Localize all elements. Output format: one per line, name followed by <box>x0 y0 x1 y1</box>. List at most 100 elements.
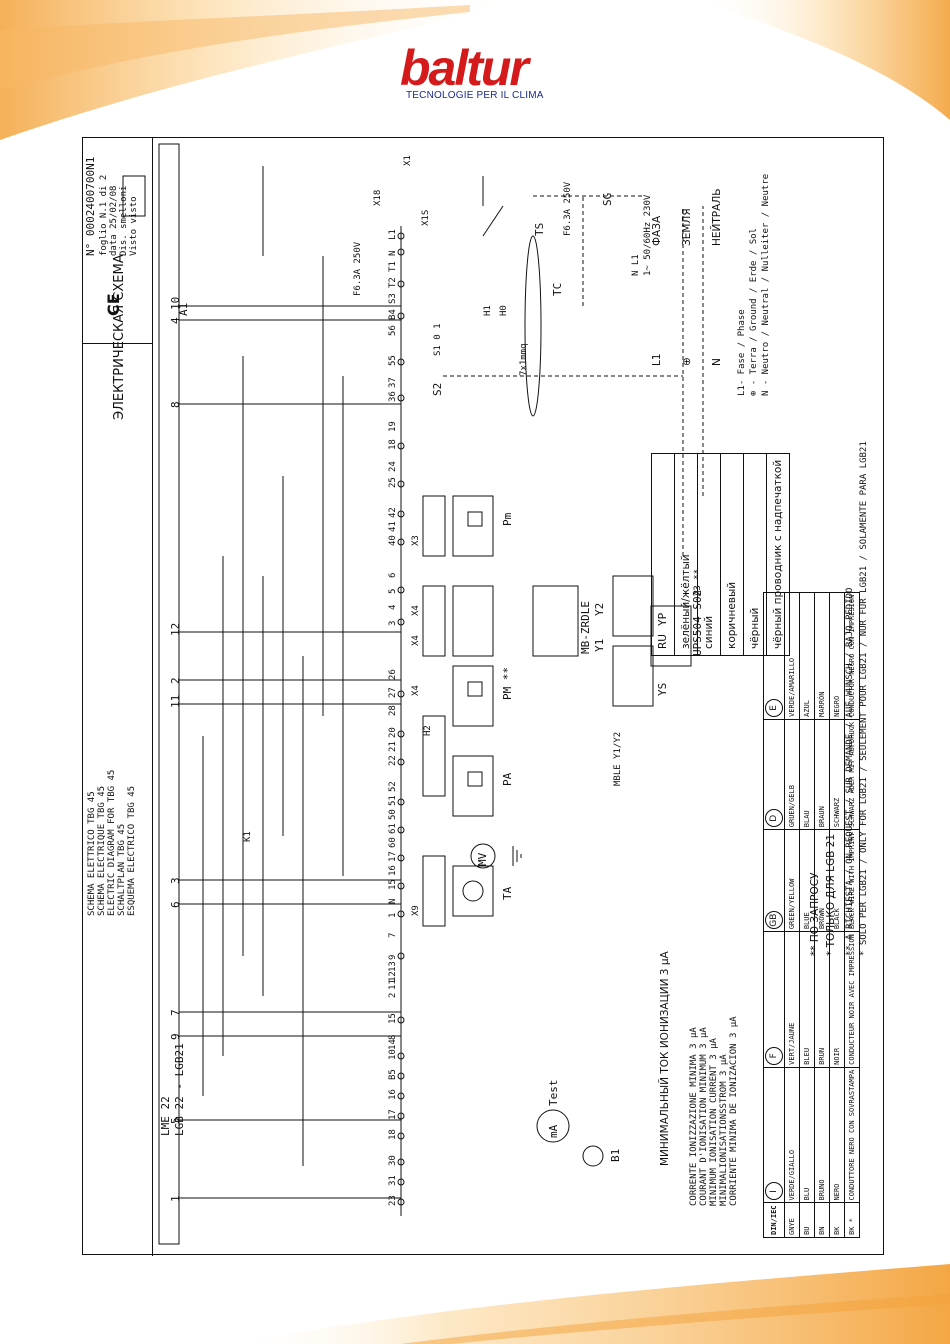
label-h0: H0 <box>499 305 509 316</box>
table-cell: VERDE/AMARILLO <box>784 592 800 720</box>
earth-code: ⊕ <box>681 357 693 366</box>
table-cell: CONDUTTORE NERO CON SOVRASTAMPA <box>844 1067 860 1203</box>
pressure-switch-pm2 <box>452 665 494 727</box>
label-s1: S1 0 1 <box>433 323 443 356</box>
table-cell: CONDUCTEUR NOIR AVEC IMPRESSION <box>844 931 860 1068</box>
transformer-ta <box>452 865 494 917</box>
ionization-title: МИНИМАЛЬНЫЙ ТОК ИОНИЗАЦИИ 3 μA <box>659 951 671 1166</box>
footnote: * SOLO PER LGB21 / ONLY FOR LGB21 / SEUL… <box>859 441 869 956</box>
table-cell: BK * <box>844 1202 860 1238</box>
table-cell: NOIR <box>829 931 845 1068</box>
legend-note: L1- Fase / Phase <box>737 309 747 396</box>
label-ta: TA <box>501 886 514 900</box>
table-row: BK NERO NOIR BLACK SCHWARZ NEGRO <box>829 592 845 1238</box>
motor-mv <box>470 843 496 869</box>
leak-tester-ups <box>650 605 692 667</box>
table-cell: BRAUN <box>814 719 830 830</box>
table-row: BU BLU BLEU BLUE BLAU AZUL <box>799 592 815 1238</box>
table-cell: MARRÓN <box>814 592 830 720</box>
label-h2: H2 <box>423 725 433 736</box>
table-cell: CONDUCTOR NEGRO CON IMPRESIÓN <box>844 592 860 720</box>
label-pm2: PM ** <box>501 666 514 700</box>
table-cell: BROWN <box>814 829 830 932</box>
table-cell: BLACK <box>829 829 845 932</box>
table-cell: GNYE <box>784 1202 800 1238</box>
connector-x4 <box>422 585 446 657</box>
valve-yp <box>612 575 654 637</box>
earth-label: ЗЕМЛЯ <box>681 208 693 246</box>
label-cable: 7x1mmq <box>519 343 529 376</box>
table-cell: GRUEN/GELB <box>784 719 800 830</box>
table-cell: BLU <box>799 1067 815 1203</box>
label-ma: mA <box>547 1124 560 1138</box>
table-cell: GREEN/YELLOW <box>784 829 800 932</box>
label-fuse-2: F6.3A 250V <box>563 181 573 236</box>
table-cell: VERDE/GIALLO <box>784 1067 800 1203</box>
brand-logo: baltur TECNOLOGIE PER IL CLIMA <box>400 42 546 101</box>
connector-x9 <box>422 855 446 927</box>
wiring-diagram <box>122 143 704 1245</box>
label-ys: YS <box>656 682 669 696</box>
label-test: Test <box>547 1079 560 1107</box>
valve-block-mb <box>532 585 579 657</box>
legend-note: N - Neutro / Neutral / Nulleiter / Neutr… <box>761 173 771 396</box>
label-x9: X9 <box>411 905 421 916</box>
neutral-code: N <box>711 358 723 366</box>
neutral-label: НЕЙТРАЛЬ <box>711 188 723 246</box>
controller-frame <box>158 143 180 1245</box>
color-table-header: I <box>765 1182 783 1201</box>
cable-bundle <box>524 235 542 417</box>
external-dashed-wiring <box>443 195 704 556</box>
label-pm: Pm <box>501 512 514 526</box>
table-row: GNYE VERDE/GIALLO VERT/JAUNE GREEN/YELLO… <box>784 592 800 1238</box>
connector-pa <box>422 715 446 797</box>
color-table-header: GB <box>765 911 783 930</box>
color-table-header: F <box>765 1046 783 1065</box>
table-cell: AZUL <box>799 592 815 720</box>
pressure-switch-pm <box>452 495 494 557</box>
ionization-line: MINIMUM IONISATION CURRENT 3 μA <box>709 1038 719 1206</box>
label-sg: SG <box>601 192 614 206</box>
table-cell: SCHWARZ <box>829 719 845 830</box>
label-s2: S2 <box>431 382 444 396</box>
table-cell: BLUE <box>799 829 815 932</box>
ru-table-row: коричневый <box>720 453 744 656</box>
label-mb: MB-ZRDLE <box>579 601 592 654</box>
label-mble: MBLE Y1/Y2 <box>613 731 623 786</box>
ionization-meter-ma <box>536 1109 570 1143</box>
label-x4-c: X4 <box>411 605 421 616</box>
color-table-header: D <box>765 809 783 828</box>
ionization-probe-b1 <box>582 1145 604 1167</box>
table-cell: BLACK WIRE WITH IMPRINT <box>844 829 860 932</box>
wire-color-table: DIN/IEC I F GB D E GNYE VERDE/GIALLO VER… <box>763 592 860 1238</box>
label-k1: K1 <box>243 831 253 842</box>
brand-name: baltur <box>400 40 529 96</box>
color-table-header: DIN/IEC <box>763 1202 785 1238</box>
phase-label: ФАЗА <box>651 215 663 246</box>
table-cell: BK <box>829 1202 845 1238</box>
label-mv: MV <box>476 852 489 866</box>
bottom-decor-swoosh <box>230 1264 950 1344</box>
label-y1: Y1 <box>593 638 606 652</box>
connector-x3 <box>422 495 446 557</box>
legend-note: ⊕ - Terra / Ground / Erde / Sol <box>749 228 759 396</box>
table-cell: BLEU <box>799 931 815 1068</box>
label-b1: B1 <box>609 1148 622 1162</box>
color-table-header: E <box>765 698 783 717</box>
valve-ys <box>612 645 654 707</box>
table-cell: NERO <box>829 1067 845 1203</box>
label-n-l1: N L1 <box>631 254 641 276</box>
table-cell: BRUN <box>814 931 830 1068</box>
schematic-sheet: ЭЛЕКТРИЧЕСКАЯ СХЕМА SCHEMA ELETTRICO TBG… <box>82 137 885 1256</box>
table-row: BK * CONDUTTORE NERO CON SOVRASTAMPA CON… <box>844 592 860 1238</box>
ionization-line: CORRIENTE MINIMA DE IONIZACION 3 μA <box>729 1016 739 1206</box>
connector-x18 <box>122 175 146 217</box>
ru-table-row: синий <box>697 453 721 656</box>
label-h1: H1 <box>483 305 493 316</box>
pressure-switch-pa <box>452 755 494 817</box>
label-y2: Y2 <box>593 602 606 616</box>
table-cell: BU <box>799 1202 815 1238</box>
rotated-content: ЭЛЕКТРИЧЕСКАЯ СХЕМА SCHEMA ELETTRICO TBG… <box>83 138 885 1256</box>
label-x3: X3 <box>411 535 421 546</box>
table-cell: BRUNO <box>814 1067 830 1203</box>
